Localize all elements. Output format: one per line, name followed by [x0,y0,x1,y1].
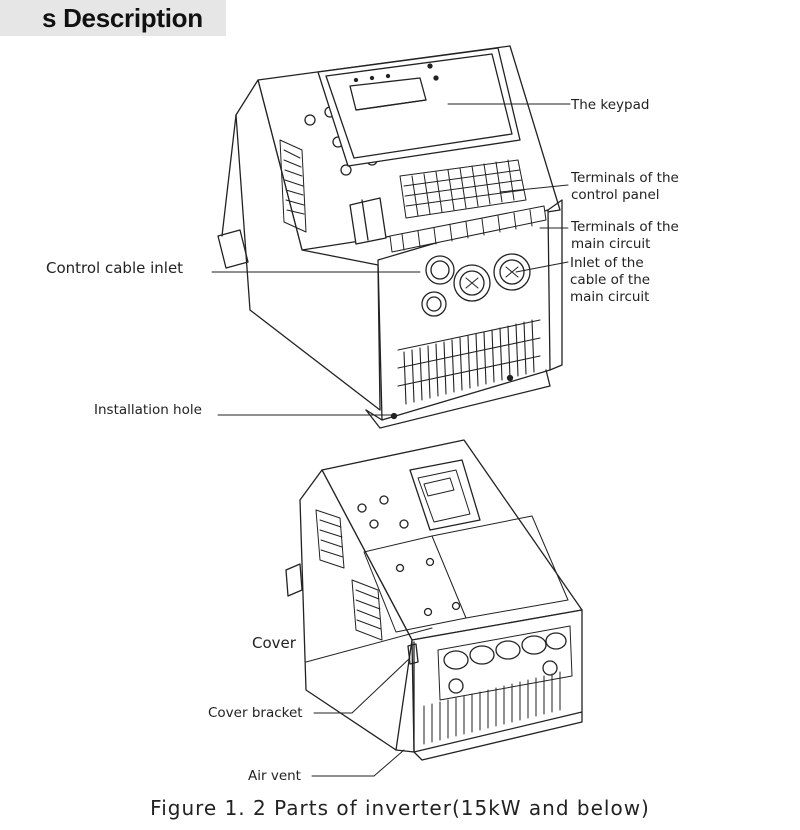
label-terminals-main-line1: Terminals of the [571,219,679,235]
label-terminals-control-line1: Terminals of the [571,170,679,186]
label-installation-hole: Installation hole [94,402,202,418]
label-terminals-main-line2: main circuit [571,236,651,252]
section-header-band [0,0,226,36]
figure-caption: Figure 1. 2 Parts of inverter(15kW and b… [150,796,650,820]
label-keypad: The keypad [571,97,650,113]
label-cover: Cover [252,634,296,652]
section-title: s Description [42,3,203,33]
label-inlet-line2: cable of the [570,272,651,288]
inverter-top-view [217,45,563,429]
label-air-vent: Air vent [248,768,301,784]
label-cover-bracket: Cover bracket [208,705,303,721]
label-inlet-line3: main circuit [570,289,650,305]
label-terminals-control-line2: control panel [571,187,660,203]
label-inlet-line1: Inlet of the [570,255,644,271]
inverter-bottom-view [285,439,583,761]
label-control-cable-inlet: Control cable inlet [46,259,184,277]
leader-lines [211,103,571,777]
